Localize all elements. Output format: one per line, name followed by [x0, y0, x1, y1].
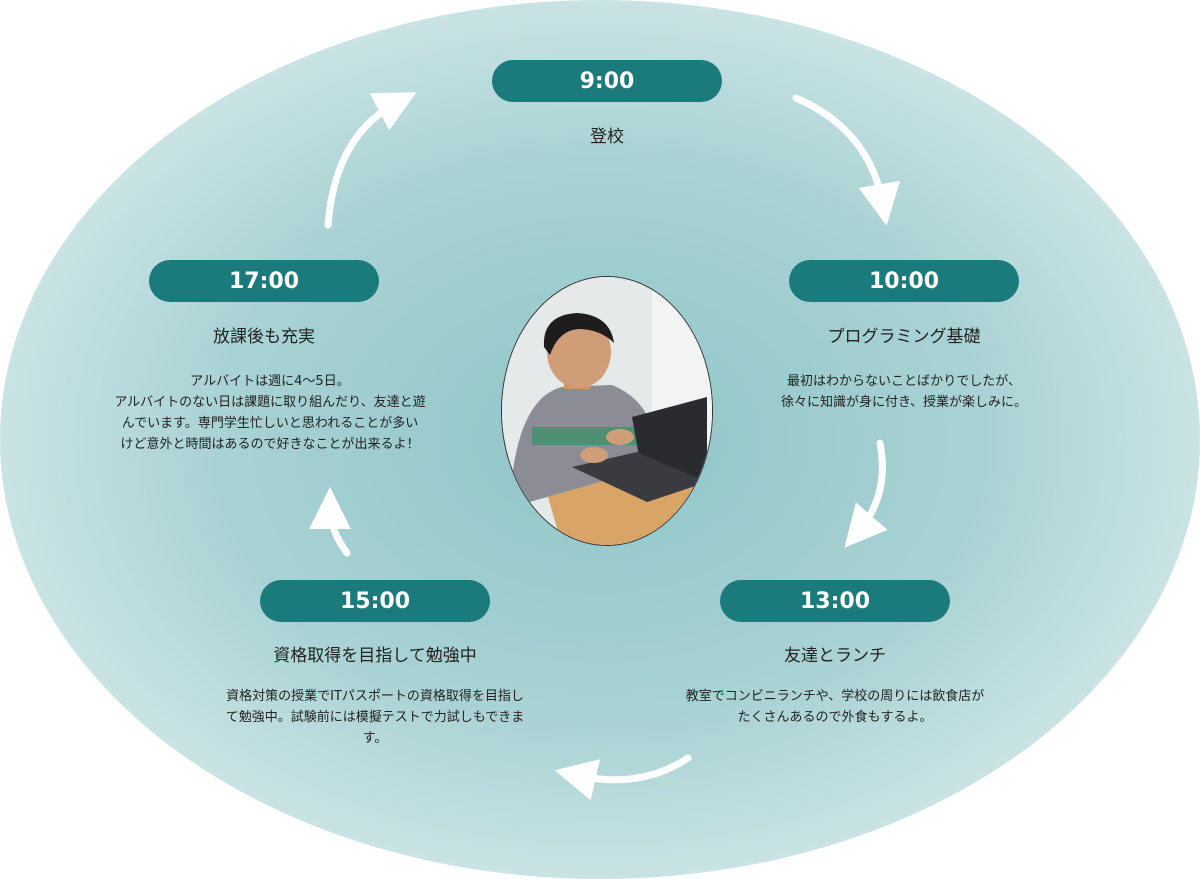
time-label: 17:00 — [228, 268, 300, 294]
desc-line: けど意外と時間はあるので好きなことが出来るよ！ — [120, 437, 420, 452]
arrow-17-to-9 — [324, 92, 417, 229]
student-illustration — [502, 277, 712, 545]
time-label: 13:00 — [799, 588, 871, 614]
desc-line: アルバイトのない日は課題に取り組んだり、友達と遊 — [114, 395, 426, 410]
time-pill-1700: 17:00 — [149, 260, 379, 302]
step-desc-1700: アルバイトは週に4～5日。 アルバイトのない日は課題に取り組んだり、友達と遊 ん… — [70, 371, 470, 455]
desc-line: て勉強中。試験前には模擬テストで力試しもできま — [225, 710, 525, 725]
time-pill-1500: 15:00 — [260, 580, 490, 622]
desc-line: たくさんあるので外食もするよ。 — [737, 710, 933, 725]
arrow-9-to-10 — [792, 94, 901, 226]
step-heading-1500: 資格取得を目指して勉強中 — [273, 646, 477, 666]
time-pill-1300: 13:00 — [720, 580, 950, 622]
time-label: 10:00 — [868, 268, 940, 294]
arrow-10-to-13 — [844, 439, 888, 548]
desc-line: 教室でコンビニランチや、学校の周りには飲食店が — [685, 689, 985, 704]
time-label: 9:00 — [579, 68, 635, 94]
time-pill-1000: 10:00 — [789, 260, 1019, 302]
arrow-15-to-17 — [309, 487, 352, 557]
time-label: 15:00 — [339, 588, 411, 614]
step-heading-1700: 放課後も充実 — [213, 327, 315, 347]
desc-line: 徐々に知識が身に付き、授業が楽しみに。 — [780, 395, 1028, 410]
desc-line: んでいます。専門学生忙しいと思われることが多い — [121, 416, 419, 431]
step-desc-1000: 最初はわからないことばかりでしたが、 徐々に知識が身に付き、授業が楽しみに。 — [724, 371, 1084, 413]
step-heading-0900: 登校 — [590, 127, 624, 147]
time-pill-0900: 9:00 — [492, 60, 722, 102]
desc-line: す。 — [362, 731, 388, 746]
step-desc-1300: 教室でコンビニランチや、学校の周りには飲食店が たくさんあるので外食もするよ。 — [635, 686, 1035, 728]
step-heading-1000: プログラミング基礎 — [827, 327, 981, 347]
step-heading-1300: 友達とランチ — [784, 646, 886, 666]
desc-line: 最初はわからないことばかりでしたが、 — [786, 374, 1021, 389]
step-desc-1500: 資格対策の授業でITパスポートの資格取得を目指し て勉強中。試験前には模擬テスト… — [180, 686, 570, 749]
arrow-13-to-15 — [554, 754, 692, 801]
desc-line: アルバイトは週に4～5日。 — [190, 374, 350, 389]
desc-line: 資格対策の授業でITパスポートの資格取得を目指し — [226, 689, 524, 704]
student-photo — [501, 276, 713, 546]
